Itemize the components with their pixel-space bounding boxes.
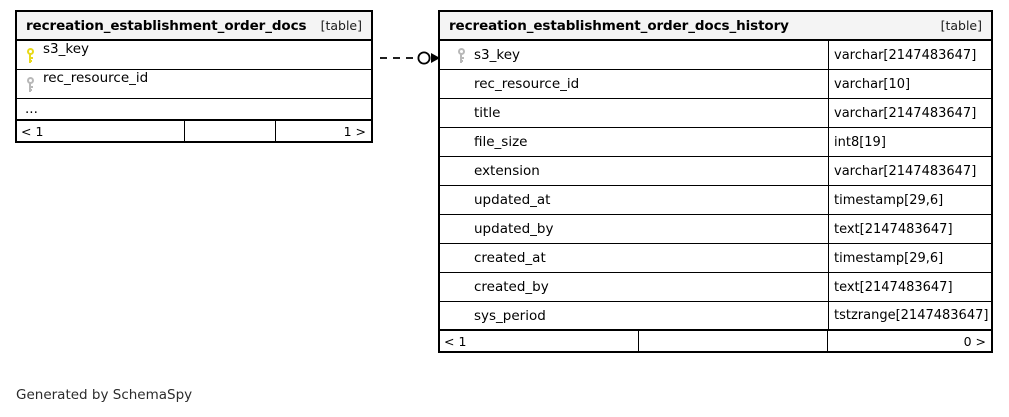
column-type: text[2147483647] [828,273,991,301]
column-type: varchar[2147483647] [828,99,991,127]
column-type: timestamp[29,6] [828,244,991,272]
footer-prev-count[interactable]: < 1 [21,123,44,139]
relationship-connector [374,40,444,76]
column-name: created_by [474,279,549,295]
column-name: rec_resource_id [474,76,580,92]
footer-prev-count[interactable]: < 1 [444,333,467,349]
column-name: updated_at [474,192,551,208]
zero-or-one-circle-icon [417,51,431,65]
index-key-icon [448,47,474,63]
column-type: timestamp[29,6] [828,186,991,214]
table-row[interactable]: updated_at timestamp[29,6] [440,186,991,215]
column-name: rec_resource_id [43,70,149,86]
table-header: recreation_establishment_order_docs [tab… [17,12,371,41]
table-row[interactable]: rec_resource_id varchar[10] [440,70,991,99]
table-footer: < 1 0 > [440,331,991,351]
column-type: varchar[2147483647] [828,41,991,69]
index-key-icon [17,70,43,98]
column-name: updated_by [474,221,554,237]
table-footer: < 1 1 > [17,121,371,141]
arrowhead-icon [431,53,440,63]
column-type: text[2147483647] [828,215,991,243]
ellipsis-label: ... [25,101,38,117]
column-name: title [474,105,501,121]
table-type-tag: [table] [320,18,362,33]
footer-next-count[interactable]: 0 > [827,331,991,351]
table-row[interactable]: sys_period tstzrange[2147483647] [440,302,991,331]
primary-key-icon [17,41,43,69]
generated-by-caption: Generated by SchemaSpy [16,387,193,403]
footer-middle [638,331,827,351]
table-title: recreation_establishment_order_docs_hist… [449,17,789,34]
table-row[interactable]: title varchar[2147483647] [440,99,991,128]
column-type: varchar[10] [828,70,991,98]
column-name: s3_key [474,47,521,63]
column-name: s3_key [43,41,90,57]
column-name: created_at [474,250,546,266]
table-row[interactable]: s3_key varchar[2147483647] [440,41,991,70]
table-header: recreation_establishment_order_docs_hist… [440,12,991,41]
table-row[interactable]: created_at timestamp[29,6] [440,244,991,273]
column-name: file_size [474,134,528,150]
footer-middle [184,121,275,141]
footer-next-count[interactable]: 1 > [275,121,371,141]
table-row[interactable]: created_by text[2147483647] [440,273,991,302]
table-recreation-establishment-order-docs-history[interactable]: recreation_establishment_order_docs_hist… [438,10,993,353]
column-name: sys_period [474,307,546,324]
table-row[interactable]: updated_by text[2147483647] [440,215,991,244]
column-type: tstzrange[2147483647] [828,302,991,329]
column-type: int8[19] [828,128,991,156]
column-type: varchar[2147483647] [828,157,991,185]
table-title: recreation_establishment_order_docs [26,17,307,34]
table-row[interactable]: s3_key [17,41,371,70]
column-name: extension [474,163,540,179]
table-recreation-establishment-order-docs[interactable]: recreation_establishment_order_docs [tab… [15,10,373,143]
table-row[interactable]: file_size int8[19] [440,128,991,157]
table-type-tag: [table] [940,18,982,33]
table-row[interactable]: extension varchar[2147483647] [440,157,991,186]
table-row[interactable]: rec_resource_id [17,70,371,99]
truncated-columns-indicator: ... [17,99,371,121]
